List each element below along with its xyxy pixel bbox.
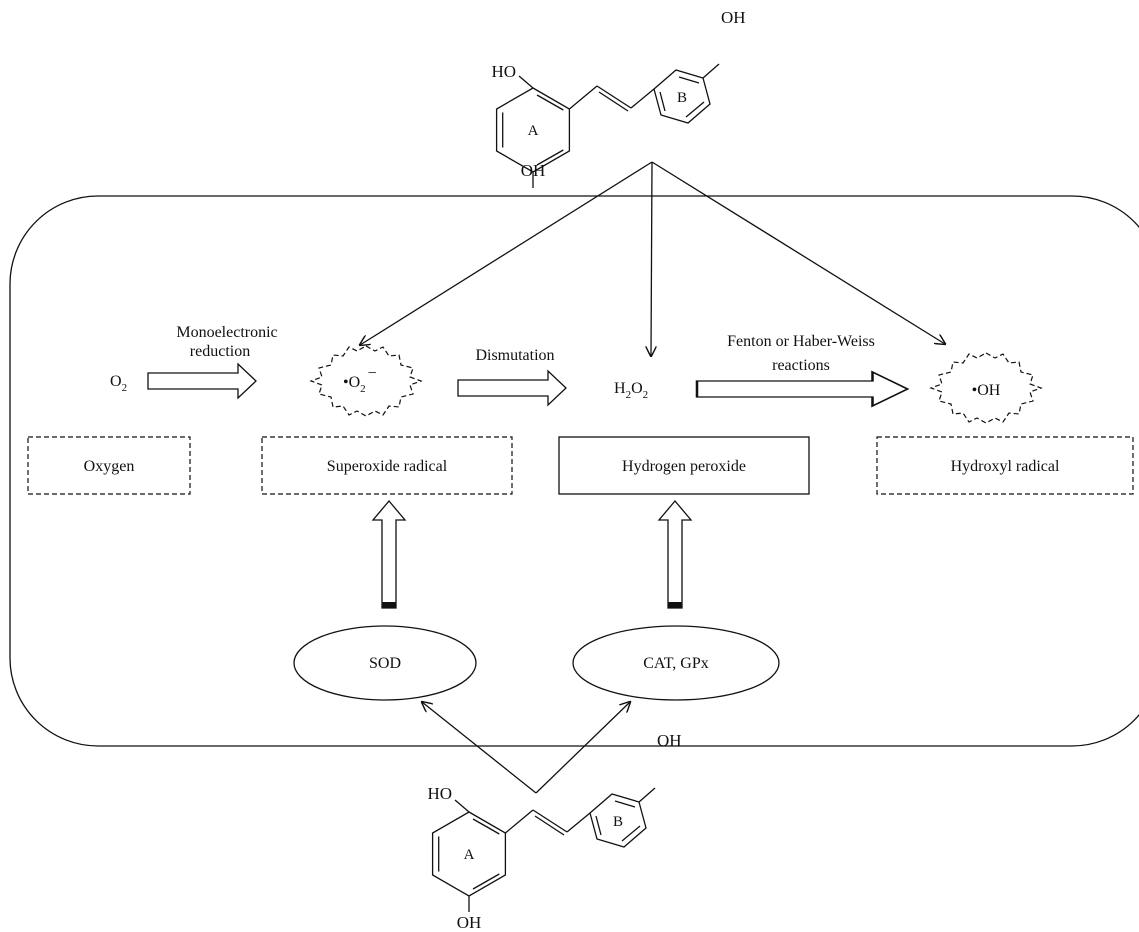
reactions-label: reactions xyxy=(772,357,830,374)
dismutation-arrow xyxy=(457,370,567,406)
svg-text:Oxygen: Oxygen xyxy=(84,458,135,475)
fenton-label: Fenton or Haber-Weiss xyxy=(727,333,875,350)
superoxide-burst xyxy=(310,345,422,417)
o2-species: O2 xyxy=(110,373,127,394)
ring-a-label-top: A xyxy=(528,123,539,139)
ring-b-label-bottom: B xyxy=(613,814,623,830)
resveratrol-top: A B OH HO OH xyxy=(491,8,746,189)
hydroxyl-group-label: OH xyxy=(521,161,546,180)
cat-inhibition-arrow xyxy=(657,499,693,609)
monoelectronic-reduction-arrow xyxy=(147,363,257,399)
superoxide-box: Superoxide radical xyxy=(261,436,513,495)
hydroxyl-group-label: OH xyxy=(657,731,682,750)
dismutation-label: Dismutation xyxy=(475,347,554,364)
oxygen-box: Oxygen xyxy=(27,436,191,495)
ring-a-label-bottom: A xyxy=(464,847,475,863)
svg-text:Superoxide radical: Superoxide radical xyxy=(327,458,448,475)
ring-b-label-top: B xyxy=(677,90,687,106)
svg-text:CAT, GPx: CAT, GPx xyxy=(643,655,709,672)
svg-text:Hydrogen peroxide: Hydrogen peroxide xyxy=(622,458,746,475)
monoelectronic-label: Monoelectronic xyxy=(176,324,277,341)
resveratrol-bottom: A B OH HO OH xyxy=(427,731,681,932)
hydroxyl-formula: •OH xyxy=(972,382,1001,399)
cat-gpx-ellipse: CAT, GPx xyxy=(572,625,780,701)
h2o2-formula: H2O2 xyxy=(614,380,648,401)
superoxide-formula: •O2− xyxy=(343,365,377,395)
svg-text:SOD: SOD xyxy=(369,655,401,672)
sod-ellipse: SOD xyxy=(293,625,477,701)
svg-text:O2: O2 xyxy=(110,373,127,394)
hydroxyl-group-label: OH xyxy=(721,8,746,27)
reduction-label: reduction xyxy=(190,343,250,360)
hydrogen-peroxide-box: Hydrogen peroxide xyxy=(558,436,810,495)
fenton-arrow xyxy=(695,370,909,408)
enzyme-induction-arrows xyxy=(422,702,630,794)
hydroxyl-box: Hydroxyl radical xyxy=(876,436,1134,495)
hydroxyl-group-label: OH xyxy=(457,913,482,932)
hydroxyl-group-label: HO xyxy=(427,784,452,803)
hydroxyl-group-label: HO xyxy=(491,62,516,81)
scavenging-arrows xyxy=(360,161,945,356)
sod-inhibition-arrow xyxy=(371,499,407,609)
svg-text:Hydroxyl radical: Hydroxyl radical xyxy=(951,458,1060,475)
